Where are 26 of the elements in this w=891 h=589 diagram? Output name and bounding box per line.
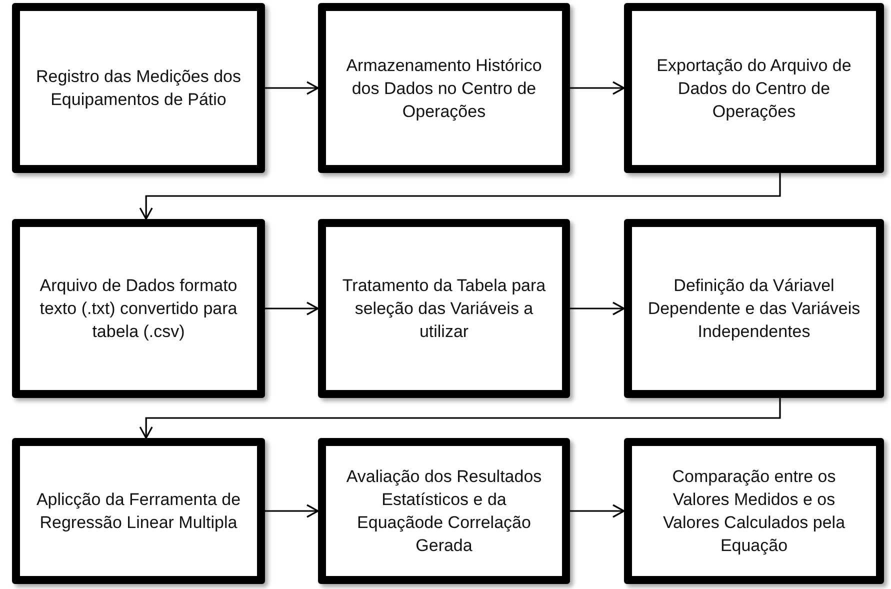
box-text: Aplicção da Ferramenta de Regressão Linear Multipla <box>35 489 242 534</box>
arrow <box>265 504 319 518</box>
box-text: Avaliação dos Resultados Estatísticos e da Equaçãode Correlação Gerada <box>345 466 543 557</box>
process-box <box>318 219 570 398</box>
process-box <box>318 438 570 584</box>
process-box <box>624 219 884 398</box>
arrow <box>139 173 781 220</box>
process-box <box>12 219 265 398</box>
box-text: Arquivo de Dados formato texto (.txt) convertido para tabela (.csv) <box>38 275 238 343</box>
process-box <box>624 3 884 173</box>
process-box <box>12 3 265 173</box>
arrow <box>265 302 319 316</box>
arrow <box>265 81 319 95</box>
arrow <box>139 398 781 439</box>
box-text: Registro das Medições dos Equipamentos de Pátio <box>34 66 242 111</box>
arrow <box>570 302 625 316</box>
box-text: Armazenamento Histórico dos Dados no Centro de Operações <box>345 54 543 122</box>
box-text: Definição da Váriavel Dependente e das Variáveis Independentes <box>646 275 862 343</box>
box-text: Comparação entre os Valores Medidos e os Valores Calculados pela Equação <box>662 466 846 557</box>
process-box <box>318 3 570 173</box>
box-text: Tratamento da Tabela para seleção das Variáveis a utilizar <box>341 275 547 343</box>
process-box <box>624 438 884 584</box>
arrow <box>570 504 625 518</box>
arrow <box>570 81 625 95</box>
process-box <box>12 438 265 584</box>
box-text: Exportação do Arquivo de Dados do Centro de Operações <box>656 54 852 122</box>
